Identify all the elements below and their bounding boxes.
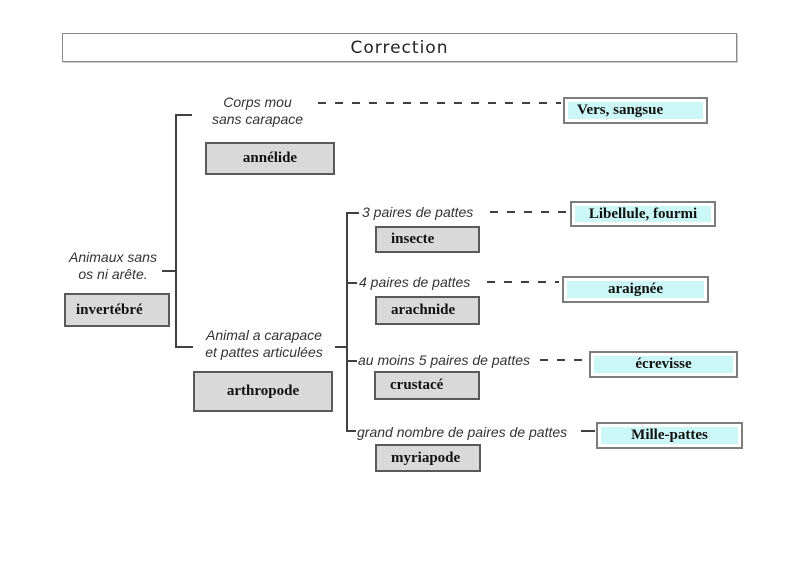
page-title: Correction (350, 37, 449, 58)
class-box-annelide: annélide (205, 142, 335, 175)
crustace-criterion-label: au moins 5 paires de pattes (358, 352, 530, 368)
title-box: Correction (62, 33, 737, 62)
root-label: Animaux sans os ni arête. (48, 249, 178, 283)
annelide-criterion-label: Corps mou sans carapace (195, 94, 320, 128)
class-box-crustace: crustacé (374, 371, 480, 400)
arachnide-branch-line (346, 282, 357, 284)
example-box-vers-sangsue: Vers, sangsue (563, 97, 708, 124)
root-label-line2: os ni arête. (78, 266, 148, 282)
root-label-line1: Animaux sans (69, 249, 157, 265)
insecte-dashed-line (490, 211, 566, 213)
example-box-mille-pattes: Mille-pattes (596, 422, 743, 449)
insecte-branch-line (346, 212, 359, 214)
main-bracket-line (175, 114, 177, 348)
annelide-criterion-line1: Corps mou (223, 94, 292, 110)
arachnide-dashed-line (487, 281, 559, 283)
example-box-araignee: araignée (562, 276, 709, 303)
crustace-dashed-line (540, 359, 586, 361)
arachnide-criterion-label: 4 paires de pattes (359, 274, 471, 290)
example-box-ecrevisse: écrevisse (589, 351, 738, 378)
arthropode-criterion-label: Animal a carapace et pattes articulées (190, 327, 338, 361)
arthropode-branch-line (175, 346, 193, 348)
root-tick-line (162, 270, 177, 272)
insecte-criterion-label: 3 paires de pattes (362, 204, 474, 220)
annelide-dashed-line (318, 102, 561, 104)
class-box-myriapode: myriapode (375, 444, 481, 472)
class-box-arthropode: arthropode (193, 371, 333, 412)
annelide-branch-line (175, 114, 192, 116)
crustace-branch-line (346, 360, 357, 362)
arthropode-to-bracket-line (335, 346, 348, 348)
myriapode-criterion-label: grand nombre de paires de pattes (357, 424, 568, 440)
arthropode-criterion-line2: et pattes articulées (205, 344, 323, 360)
myriapode-branch-line (346, 430, 356, 432)
class-box-insecte: insecte (375, 226, 480, 253)
annelide-criterion-line2: sans carapace (211, 111, 304, 127)
class-box-arachnide: arachnide (375, 296, 480, 325)
example-box-libellule-fourmi: Libellule, fourmi (570, 201, 716, 227)
arthropode-criterion-line1: Animal a carapace (206, 327, 322, 343)
class-box-invertebre: invertébré (64, 293, 170, 327)
myriapode-connector-line (581, 430, 595, 432)
sub-bracket-line (346, 212, 348, 432)
